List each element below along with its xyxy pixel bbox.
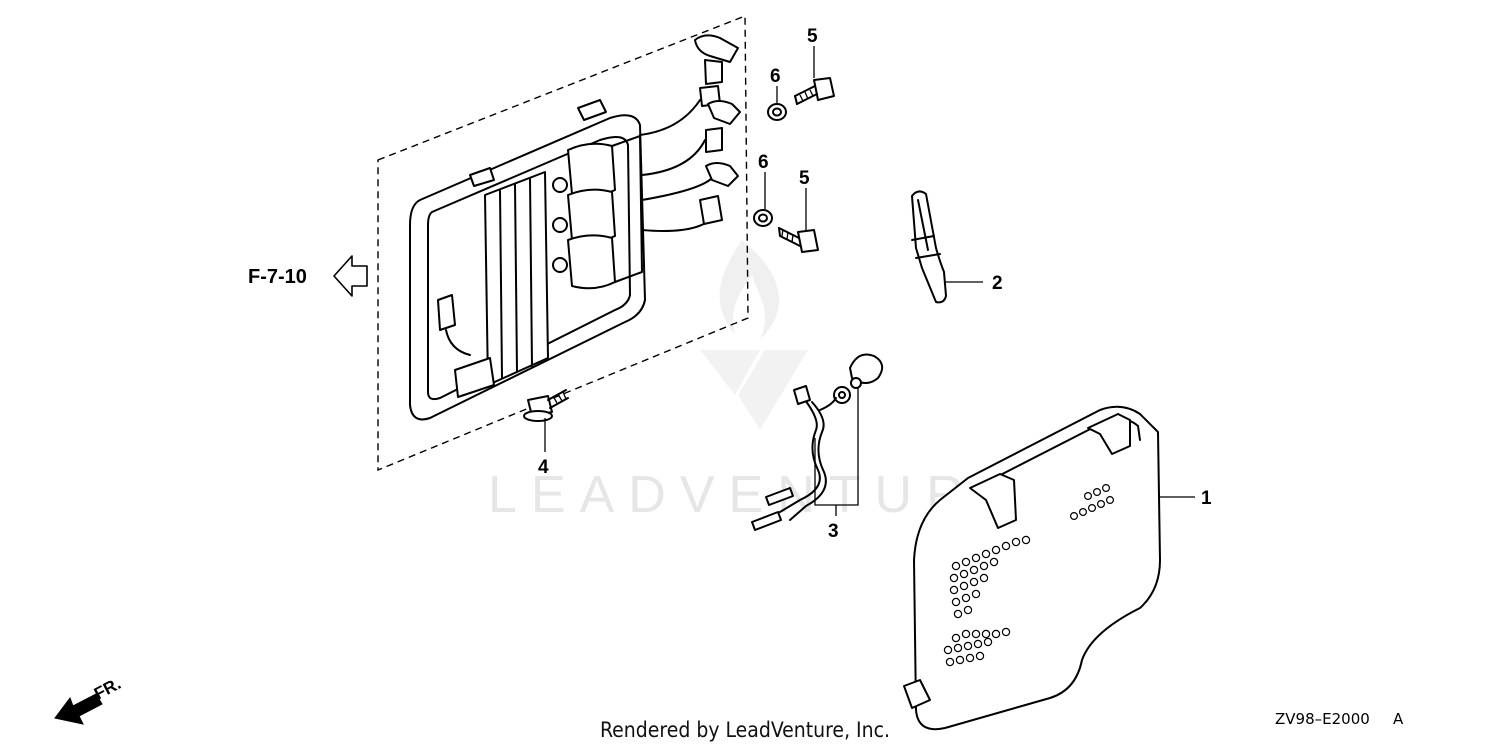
- watermark: LEADVENTURE: [488, 240, 1026, 524]
- front-direction-marker: FR.: [54, 674, 124, 725]
- washer-6-lower-icon: [753, 209, 773, 227]
- ground-harness-3-icon: [751, 353, 884, 531]
- reference-arrow-icon[interactable]: [333, 255, 368, 297]
- callout-1: 1: [1201, 488, 1212, 509]
- module-cover-1-icon: [903, 405, 1161, 731]
- spark-plug-cap-icon: [694, 34, 741, 225]
- front-arrow-icon: [54, 693, 103, 725]
- callout-5-upper: 5: [807, 26, 818, 47]
- reference-label[interactable]: F-7-10: [248, 266, 307, 288]
- washer-6-upper-icon: [767, 103, 787, 121]
- assembly-boundary: [377, 14, 749, 472]
- bolt-5-lower-icon: [778, 227, 819, 253]
- callout-2: 2: [992, 273, 1003, 294]
- callout-3: 3: [828, 521, 839, 542]
- callout-5-lower: 5: [799, 168, 810, 189]
- callout-6-lower: 6: [758, 152, 769, 173]
- diagram-code: ZV98–E2000: [1275, 710, 1370, 728]
- watermark-text: LEADVENTURE: [488, 466, 1026, 524]
- callout-4: 4: [538, 457, 549, 478]
- wire-clip-2-icon: [911, 190, 947, 304]
- diagram-revision: A: [1393, 710, 1404, 728]
- watermark-logo-icon: [700, 240, 808, 430]
- footer-credit: Rendered by LeadVenture, Inc.: [600, 718, 890, 742]
- ignition-module-assembly: [409, 34, 741, 421]
- callout-6-upper: 6: [770, 66, 781, 87]
- bolt-5-upper-icon: [794, 77, 835, 105]
- flange-bolt-4-icon: [523, 389, 569, 422]
